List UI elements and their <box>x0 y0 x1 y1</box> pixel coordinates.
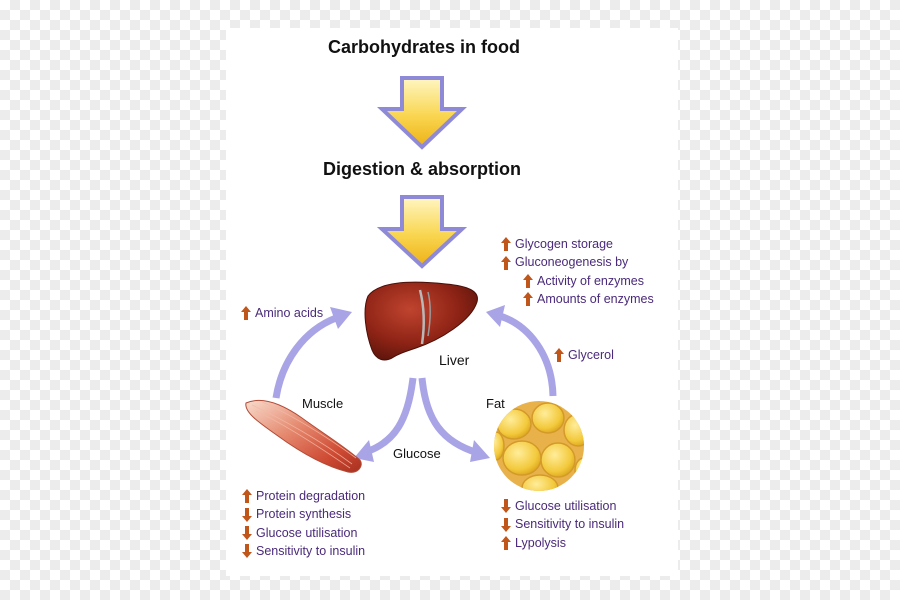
effect-text: Protein synthesis <box>256 507 352 522</box>
muscle-image <box>245 399 362 473</box>
fat-image <box>494 401 584 491</box>
glycerol-item: Glycerol <box>554 346 614 364</box>
effect-text: Sensitivity to insulin <box>256 544 366 559</box>
effect-text: Amounts of enzymes <box>537 292 654 307</box>
up-arrow-icon <box>523 292 533 307</box>
arrow-muscle-to-liver <box>272 314 338 399</box>
down-arrow-icon <box>242 544 252 559</box>
cycle-arrows <box>272 312 557 457</box>
muscle-label: Muscle <box>302 396 344 411</box>
effect-text: Glycerol <box>568 348 614 362</box>
up-arrow-icon <box>523 273 533 288</box>
effect-item: Glycogen storage <box>501 235 654 253</box>
arrow-liver-to-muscle <box>364 377 417 456</box>
up-arrow-icon <box>554 348 564 363</box>
up-arrow-icon <box>501 237 511 252</box>
effect-item: Protein synthesis <box>242 505 365 523</box>
effect-text: Glycogen storage <box>515 237 613 251</box>
arrow-fat-to-liver <box>498 312 557 397</box>
effect-item: Amino acids <box>241 304 323 322</box>
effect-item: Glucose utilisation <box>501 497 624 515</box>
effect-item: Sensitivity to insulin <box>501 515 624 533</box>
down-arrow-icon <box>242 507 252 522</box>
effect-text: Amino acids <box>255 306 324 320</box>
down-arrow-icon <box>501 499 511 514</box>
effect-text: Gluconeogenesis by <box>515 255 629 270</box>
up-arrow-icon <box>242 489 252 504</box>
up-arrow-icon <box>241 306 251 321</box>
effect-text: Sensitivity to insulin <box>515 517 625 532</box>
effect-item: Protein degradation <box>242 487 365 505</box>
down-arrow-icon <box>501 517 511 532</box>
effect-item: Activity of enzymes <box>501 272 654 290</box>
fat-label: Fat <box>486 396 505 411</box>
amino-acids-item: Amino acids <box>241 304 323 322</box>
effect-text: Protein degradation <box>256 489 366 503</box>
carbohydrates-heading: Carbohydrates in food <box>328 37 521 57</box>
effect-item: Glycerol <box>554 346 614 364</box>
effect-text: Glucose utilisation <box>256 525 358 540</box>
cycle-arrowheads <box>330 305 505 462</box>
effect-item: Sensitivity to insulin <box>242 542 365 560</box>
effect-item: Amounts of enzymes <box>501 290 654 308</box>
effect-item: Gluconeogenesis by <box>501 253 654 271</box>
effect-text: Lypolysis <box>515 535 566 550</box>
effect-text: Glucose utilisation <box>515 499 617 513</box>
glucose-label: Glucose <box>393 446 441 461</box>
flow-arrow-down-2 <box>376 195 468 269</box>
digestion-heading: Digestion & absorption <box>323 159 521 179</box>
liver-label: Liver <box>439 352 470 368</box>
up-arrow-icon <box>501 535 511 550</box>
flow-arrow-down-1 <box>376 76 468 150</box>
arrow-liver-to-fat <box>418 377 480 457</box>
effect-item: Lypolysis <box>501 534 624 552</box>
up-arrow-icon <box>501 255 511 270</box>
effect-item: Glucose utilisation <box>242 524 365 542</box>
effect-text: Activity of enzymes <box>537 273 644 288</box>
liver-image <box>364 281 478 361</box>
down-arrow-icon <box>242 525 252 540</box>
